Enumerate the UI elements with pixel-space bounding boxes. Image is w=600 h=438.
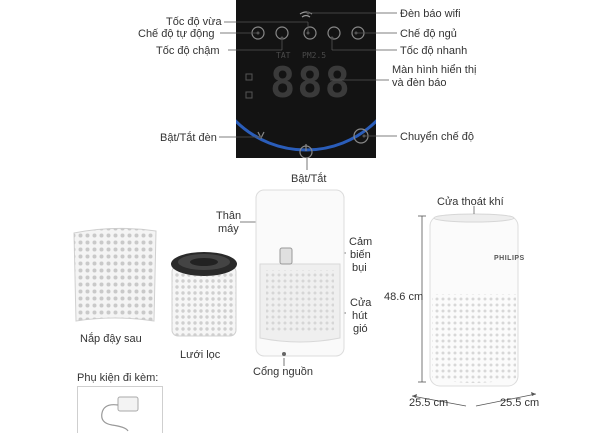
label-wifi-light: Đèn báo wifi <box>400 8 461 20</box>
label-sensor-3: bụi <box>352 262 367 274</box>
label-fast-speed: Tốc độ nhanh <box>400 45 468 57</box>
label-outlet: Cửa thoát khí <box>437 196 504 208</box>
label-sleep-mode: Chế độ ngủ <box>400 28 457 40</box>
power-adapter-icon <box>101 396 139 432</box>
label-sensor-1: Cảm <box>349 236 373 248</box>
accessories-box <box>77 386 163 433</box>
label-indicator-lights: và đèn báo <box>392 77 447 89</box>
label-accessories: Phụ kiện đi kèm: <box>77 372 159 384</box>
display-small-text: TAT <box>276 51 291 60</box>
label-inlet-1: Cửa <box>350 297 372 309</box>
label-inlet-3: gió <box>353 323 368 335</box>
label-sensor-2: biến <box>350 249 371 261</box>
filter-image <box>171 252 237 337</box>
brand-logo: PHILIPS <box>494 255 525 262</box>
label-display-screen: Màn hình hiển thị <box>392 64 477 76</box>
label-light-toggle: Bật/Tắt đèn <box>160 132 217 144</box>
label-slow-speed: Tốc độ chậm <box>156 45 220 57</box>
label-medium-speed: Tốc độ vừa <box>166 16 222 28</box>
label-power-port: Cổng nguồn <box>253 366 313 378</box>
purifier-body-image <box>255 189 345 357</box>
label-width-left: 25.5 cm <box>409 397 449 409</box>
label-auto-mode: Chế độ tự động <box>138 28 215 40</box>
control-panel: TAT PM2.5 888 <box>236 0 376 158</box>
label-inlet-2: hút <box>352 310 368 322</box>
label-height: 48.6 cm <box>384 291 424 303</box>
label-width-right: 25.5 cm <box>500 397 540 409</box>
label-power-toggle: Bật/Tắt <box>291 173 327 185</box>
label-back-cover: Nắp đậy sau <box>80 333 142 345</box>
label-filter: Lưới lọc <box>180 349 221 361</box>
back-cover-image <box>73 227 157 322</box>
display-digits: 888 <box>270 58 352 107</box>
label-body-2: máy <box>218 223 239 235</box>
display-sensor-text: PM2.5 <box>302 51 327 60</box>
dimension-diagram <box>411 206 537 407</box>
label-mode-switch: Chuyển chế độ <box>400 131 474 143</box>
label-body-1: Thân <box>216 210 242 222</box>
